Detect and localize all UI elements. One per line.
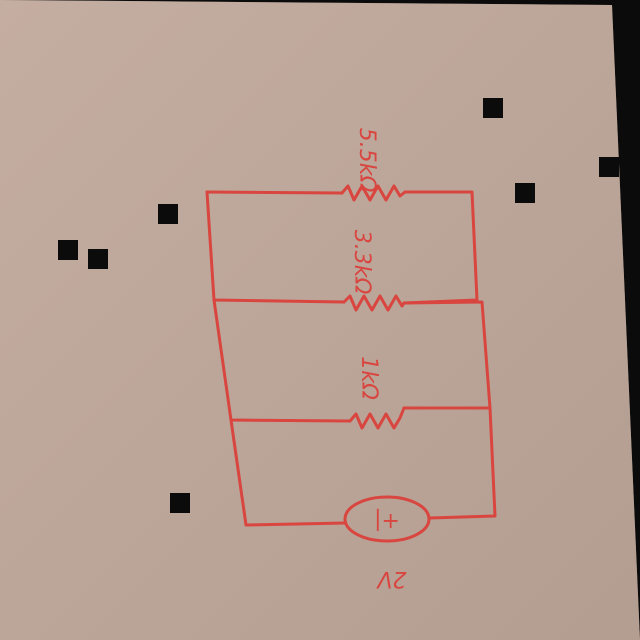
- paper-specks: [58, 98, 619, 513]
- resistor-1-symbol: [340, 184, 407, 202]
- speck: [170, 493, 190, 513]
- speck: [483, 98, 503, 118]
- resistor-2-label: 3.3kΩ: [349, 230, 374, 295]
- speck: [88, 249, 108, 269]
- speck: [515, 183, 535, 203]
- circuit-drawing: [205, 184, 497, 543]
- resistor-1-label: 5.5kΩ: [354, 128, 379, 193]
- speck: [158, 204, 178, 224]
- voltage-source-symbol: [343, 495, 431, 543]
- wire-bottom: [229, 406, 497, 527]
- resistor-3-label: 1kΩ: [356, 356, 381, 400]
- voltage-source-label: 2V: [376, 566, 407, 591]
- resistor-3-symbol: [348, 406, 406, 430]
- voltage-source-polarity: +|: [374, 508, 400, 533]
- speck: [58, 240, 78, 260]
- resistor-2-symbol: [342, 294, 406, 312]
- speck: [599, 157, 619, 177]
